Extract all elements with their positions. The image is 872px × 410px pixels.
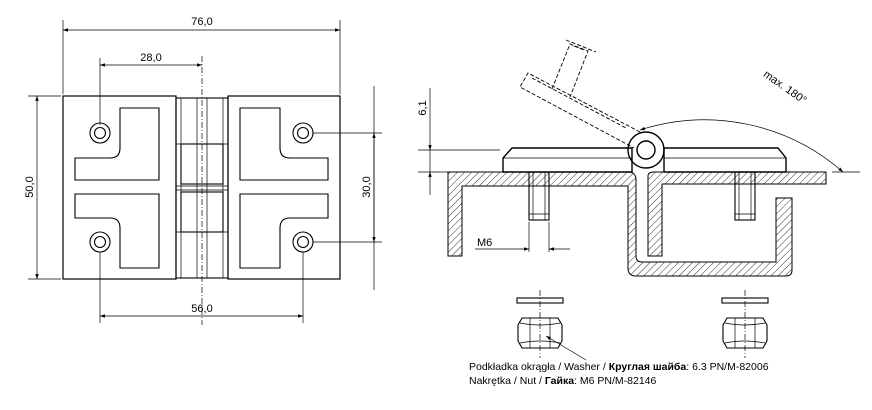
max-angle-label: max. 180° xyxy=(761,68,809,106)
right-leaf-recess-bottom xyxy=(239,193,329,269)
legend-washer: Podkładka okrągła / Washer / Круглая шай… xyxy=(469,361,769,373)
dimension-leaf-thickness: 6,1 xyxy=(417,100,429,115)
dimension-overall-height: 50,0 xyxy=(24,176,36,197)
hinge-side-view: 6,1 max. 180° xyxy=(417,39,860,277)
washer-nut-right xyxy=(721,290,769,358)
legend-nut: Nakrętka / Nut / Гайка: M6 PN/M-82146 xyxy=(469,375,657,387)
dimension-hole-offset: 28,0 xyxy=(140,52,161,64)
hinge-leaf-left-side xyxy=(502,147,633,173)
right-leaf xyxy=(227,95,341,280)
hinge-front-view: 76,0 28,0 50,0 30,0 56,0 xyxy=(24,16,382,325)
dimension-hole-spacing-horizontal: 56,0 xyxy=(191,303,212,315)
thread-size-label: M6 xyxy=(477,237,492,249)
left-leaf-recess-bottom xyxy=(74,193,160,269)
dimension-overall-width: 76,0 xyxy=(191,16,212,28)
washer-right xyxy=(721,297,769,304)
hinge-pin-knuckle xyxy=(627,131,665,169)
rotated-leaf-phantom xyxy=(519,39,641,149)
leader-line xyxy=(545,335,587,361)
bolt-right xyxy=(734,171,756,221)
mounting-profile-right xyxy=(647,171,827,257)
washer-nut-left xyxy=(516,290,564,358)
hinge-leaf-right-side xyxy=(663,147,787,173)
nut-left xyxy=(517,317,563,349)
left-leaf-recess-top xyxy=(74,107,160,181)
washer-left xyxy=(516,297,564,304)
dimension-hole-spacing-vertical: 30,0 xyxy=(361,176,373,197)
rotation-arc xyxy=(639,119,844,173)
nut-right xyxy=(722,317,768,349)
mounting-profile-section xyxy=(447,171,793,277)
bolt-left xyxy=(528,171,550,221)
right-leaf-recess-top xyxy=(239,107,329,181)
